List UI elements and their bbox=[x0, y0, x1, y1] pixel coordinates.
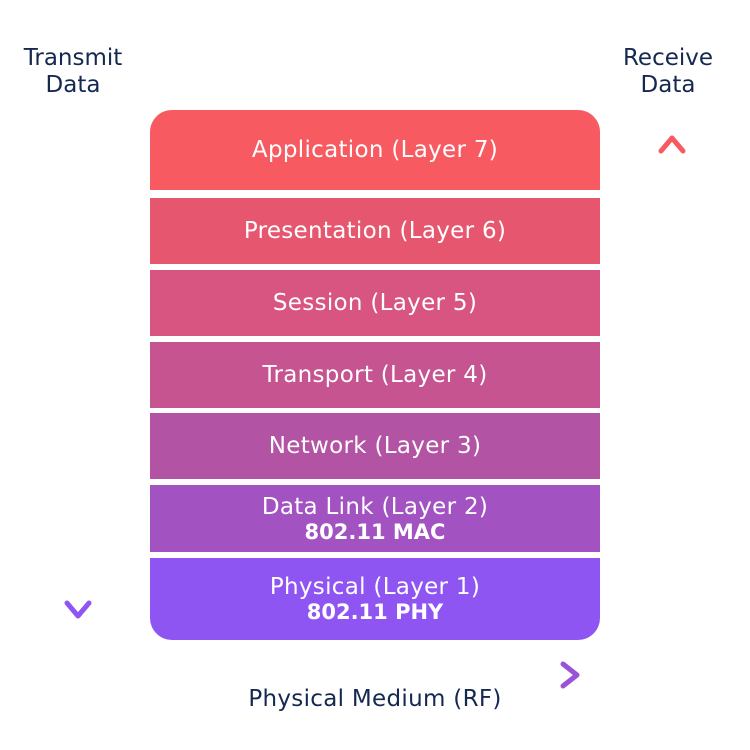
layer-label: Transport (Layer 4) bbox=[262, 362, 488, 388]
transmit-down-arrow-icon bbox=[64, 130, 92, 619]
layer-network: Network (Layer 3) bbox=[150, 413, 600, 479]
layer-physical: Physical (Layer 1) 802.11 PHY bbox=[150, 558, 600, 640]
receive-data-label: Receive Data bbox=[622, 45, 714, 98]
layer-label: Network (Layer 3) bbox=[268, 433, 482, 459]
layer-label: Application (Layer 7) bbox=[251, 137, 499, 163]
layer-application: Application (Layer 7) bbox=[150, 110, 600, 190]
layer-sublabel: 802.11 MAC bbox=[304, 519, 446, 544]
layer-label: Presentation (Layer 6) bbox=[243, 218, 507, 244]
medium-right-arrow-icon bbox=[175, 661, 580, 689]
osi-layer-stack: Application (Layer 7) Presentation (Laye… bbox=[150, 110, 600, 640]
layer-label: Data Link (Layer 2) bbox=[261, 493, 489, 520]
layer-transport: Transport (Layer 4) bbox=[150, 342, 600, 408]
layer-label: Session (Layer 5) bbox=[272, 290, 478, 316]
layer-label: Physical (Layer 1) bbox=[269, 574, 481, 600]
layer-sublabel: 802.11 PHY bbox=[306, 600, 444, 624]
layer-session: Session (Layer 5) bbox=[150, 270, 600, 336]
layer-data-link: Data Link (Layer 2) 802.11 MAC bbox=[150, 485, 600, 552]
receive-up-arrow-icon bbox=[658, 135, 686, 623]
transmit-data-label: Transmit Data bbox=[23, 45, 123, 98]
layer-presentation: Presentation (Layer 6) bbox=[150, 198, 600, 264]
physical-medium-label: Physical Medium (RF) bbox=[248, 686, 502, 712]
